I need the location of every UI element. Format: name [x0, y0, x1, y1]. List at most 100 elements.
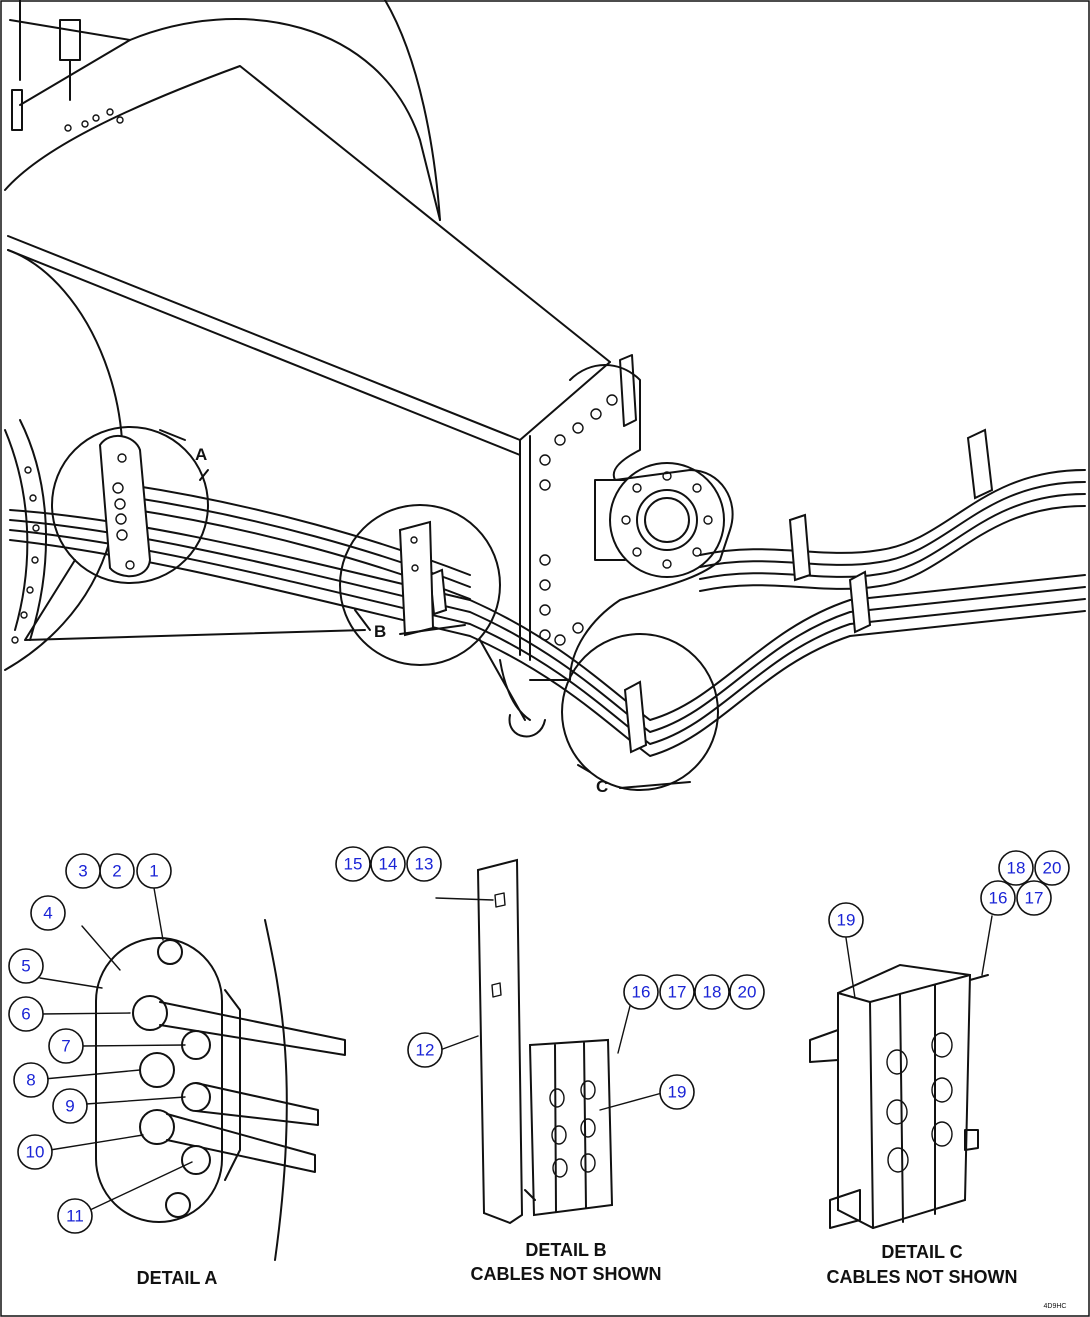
svg-text:15: 15	[344, 855, 363, 874]
plate-tab	[619, 354, 637, 427]
svg-text:12: 12	[416, 1041, 435, 1060]
svg-text:18: 18	[703, 983, 722, 1002]
flange-bolts	[621, 471, 713, 569]
detail-c-clamp-edges	[837, 974, 971, 1229]
cable-bracket	[398, 520, 435, 637]
detail-a-plate-side	[224, 989, 241, 1181]
svg-text:4: 4	[43, 904, 52, 923]
detail-b-bracket	[476, 858, 524, 1225]
detail-c-leaders	[845, 915, 993, 999]
callout-18-b: 18	[694, 974, 730, 1010]
wheel-rim-arc	[4, 429, 29, 631]
svg-text:6: 6	[21, 1005, 30, 1024]
drawing-code: 4D9HC	[1044, 1303, 1067, 1310]
pivot-bore	[636, 489, 698, 551]
svg-text:20: 20	[1043, 859, 1062, 878]
callout-17-b: 17	[659, 974, 695, 1010]
detail-c-clamp-holes	[886, 1032, 953, 1173]
svg-text:10: 10	[26, 1143, 45, 1162]
svg-text:11: 11	[66, 1207, 84, 1226]
pivot-flange	[609, 462, 725, 578]
callout-7: 7	[48, 1028, 84, 1064]
detail-c-pins	[809, 974, 989, 1229]
svg-text:3: 3	[78, 862, 87, 881]
arrow-b-leader	[354, 609, 371, 631]
callout-14: 14	[370, 846, 406, 882]
callout-17-c: 17	[1016, 880, 1052, 916]
svg-text:19: 19	[668, 1083, 687, 1102]
wheel-inner-arc	[19, 419, 48, 641]
detail-b-sublabel: CABLES NOT SHOWN	[471, 1264, 662, 1284]
svg-text:20: 20	[738, 983, 757, 1002]
detail-a	[39, 887, 346, 1261]
svg-text:7: 7	[61, 1037, 70, 1056]
detail-b	[435, 858, 663, 1225]
pivot-plate	[529, 364, 734, 681]
callout-19-c: 19	[828, 902, 864, 938]
arrow-a-leader	[159, 429, 186, 441]
svg-text:16: 16	[632, 983, 651, 1002]
hydraulic-cylinder	[479, 639, 546, 738]
detail-letter-a: A	[195, 445, 207, 464]
drum-rim	[384, 0, 441, 221]
detail-letter-b: B	[374, 622, 386, 641]
detail-c-sublabel: CABLES NOT SHOWN	[827, 1267, 1018, 1287]
svg-text:19: 19	[837, 911, 856, 930]
callout-12: 12	[407, 1032, 443, 1068]
detail-b-clamp-holes	[549, 1080, 596, 1178]
detail-b-clamp-dividers	[524, 1042, 587, 1213]
top-nuts	[64, 108, 124, 132]
callout-16-b: 16	[623, 974, 659, 1010]
svg-text:1: 1	[149, 862, 158, 881]
svg-text:17: 17	[1025, 889, 1044, 908]
b-leader-lines	[24, 559, 366, 641]
svg-text:9: 9	[65, 1097, 74, 1116]
callout-16-c: 16	[980, 880, 1016, 916]
callout-18-c: 18	[998, 850, 1034, 886]
flange-housing	[594, 479, 626, 561]
arrow-b-return	[399, 624, 466, 635]
detail-a-label: DETAIL A	[137, 1268, 218, 1288]
drum-outline	[129, 18, 441, 221]
detail-a-leaders	[39, 887, 193, 1211]
callout-4: 4	[30, 895, 66, 931]
plate-bolts	[539, 394, 618, 646]
svg-text:2: 2	[112, 862, 121, 881]
detail-b-leaders	[435, 897, 663, 1111]
callout-5: 5	[8, 948, 44, 984]
detail-a-circle	[51, 426, 209, 584]
callout-2: 2	[99, 853, 135, 889]
pivot-bore-inner	[644, 497, 690, 543]
svg-text:17: 17	[668, 983, 687, 1002]
callout-13: 13	[406, 846, 442, 882]
cable-bundle	[9, 469, 1086, 757]
svg-text:16: 16	[989, 889, 1008, 908]
callout-3: 3	[65, 853, 101, 889]
callout-6: 6	[8, 996, 44, 1032]
callout-8: 8	[13, 1062, 49, 1098]
detail-b-bracket-holes	[491, 892, 506, 998]
callout-15: 15	[335, 846, 371, 882]
arrow-a-tip	[199, 469, 209, 481]
svg-text:18: 18	[1007, 859, 1026, 878]
frame-top-edge	[4, 65, 611, 363]
detail-b-clamp	[528, 1038, 614, 1217]
detail-letter-c: C	[596, 777, 608, 796]
bracket-hole-bottom	[411, 564, 419, 572]
detail-b-label: DETAIL B	[525, 1240, 606, 1260]
wheel-bolts	[11, 466, 40, 644]
svg-text:8: 8	[26, 1071, 35, 1090]
top-fittings	[9, 0, 131, 131]
callout-20-c: 20	[1034, 850, 1070, 886]
detail-c-circle	[561, 633, 719, 791]
arrow-c-leader	[577, 764, 691, 789]
svg-text:14: 14	[379, 855, 398, 874]
callout-9: 9	[52, 1088, 88, 1124]
bracket-hole-top	[410, 536, 418, 544]
detail-a-cables	[132, 995, 346, 1175]
frame-face-top	[7, 235, 611, 441]
detail-b-circle	[339, 504, 501, 666]
